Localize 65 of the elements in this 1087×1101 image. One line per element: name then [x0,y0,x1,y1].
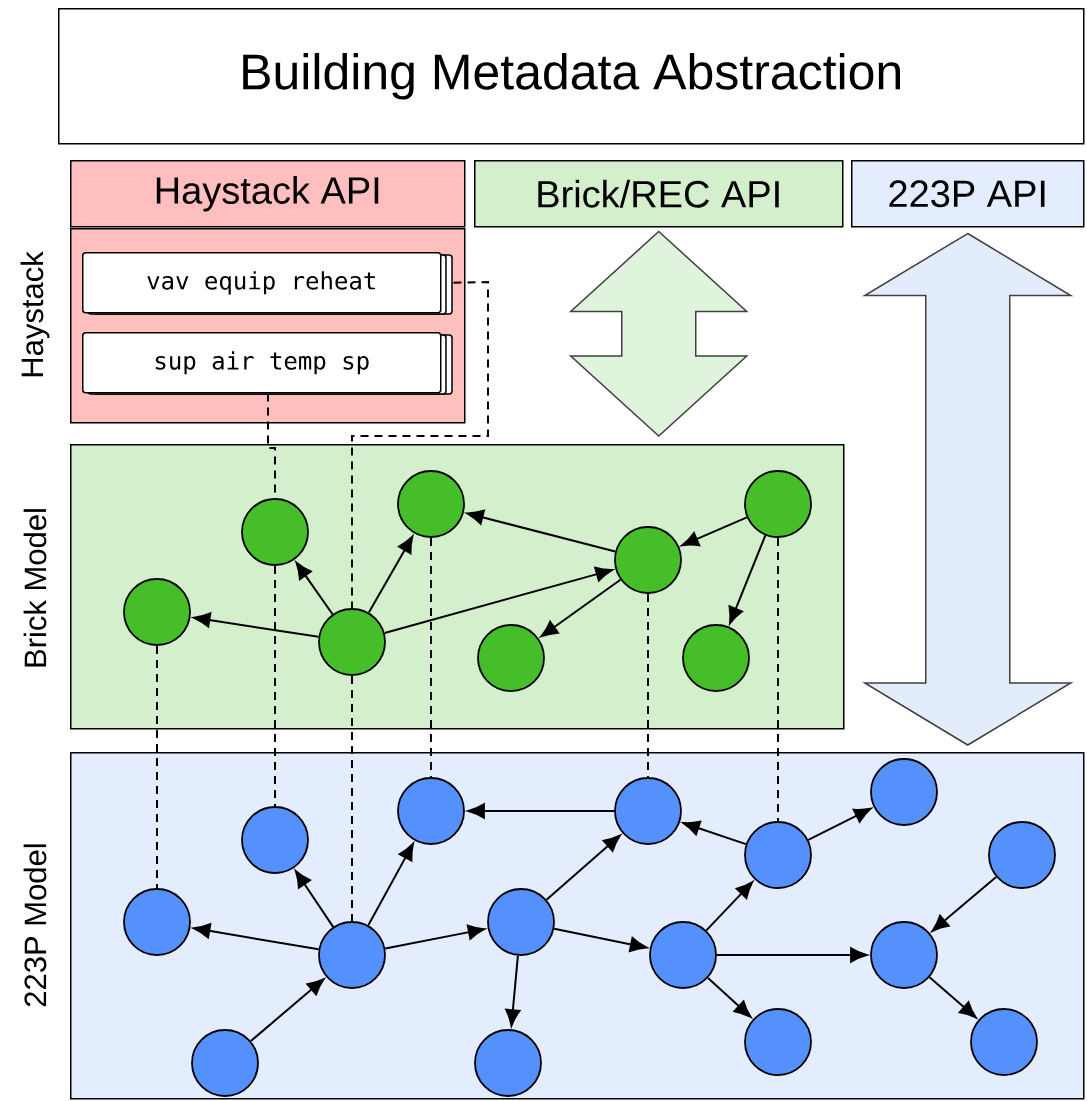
node-label: Brick Model [23,509,47,667]
api-box: 223P API [851,160,1085,228]
graph-node [318,921,386,989]
arrow [505,954,521,1027]
arrow [466,509,617,553]
dashed-link [777,536,779,823]
graph-node [614,777,682,845]
dashed-link [156,644,158,890]
arrow [715,947,868,963]
arrow [193,612,320,638]
node-label: 223P Model [23,844,47,1007]
arrow [807,807,872,841]
api-box: Brick/REC API [474,160,844,228]
graph-node [397,777,465,845]
title-box: Building Metadata Abstraction [58,8,1085,145]
graph-node [614,526,682,594]
graph-node [474,1029,542,1097]
dashed-link [351,281,489,610]
tag-card: vav equip reheat [82,252,453,315]
graph-node [744,821,812,889]
graph-node [123,578,191,646]
graph-node [744,470,812,538]
arrow [295,561,334,616]
double-arrow [862,232,1074,746]
arrow [545,834,621,901]
arrow [931,875,998,932]
dashed-link [351,674,353,923]
graph-node [191,1029,259,1097]
graph-node [682,624,750,692]
tag-card: sup air temp sp [82,332,453,395]
graph-node [744,1008,812,1076]
graph-node [988,821,1056,889]
graph-node [870,758,938,826]
arrow [928,976,977,1019]
arrow [193,923,320,951]
arrow [553,927,648,952]
dashed-link [274,564,276,808]
graph-node [241,498,309,566]
graph-node [477,624,545,692]
api-box: Haystack API [70,160,466,228]
graph-node [487,888,555,956]
arrow [367,842,414,927]
graph-node [123,888,191,956]
arrow [728,534,767,625]
graph-node [649,921,717,989]
graph-node [318,608,386,676]
arrow [294,870,335,928]
arrow [249,978,325,1043]
arrow [384,924,486,950]
arrow [681,516,748,547]
graph-node [397,470,465,538]
graph-node [970,1008,1038,1076]
dashed-link [430,536,432,779]
arrow [467,803,616,819]
graph-node [241,806,309,874]
double-arrow [568,230,749,438]
node-label: Haystack [20,251,50,377]
arrow [707,976,752,1018]
dashed-link [647,592,649,779]
arrow [705,881,754,932]
arrow [383,566,613,634]
arrow [682,820,747,846]
graph-node [870,921,938,989]
arrow [367,535,414,614]
arrow [540,578,622,638]
